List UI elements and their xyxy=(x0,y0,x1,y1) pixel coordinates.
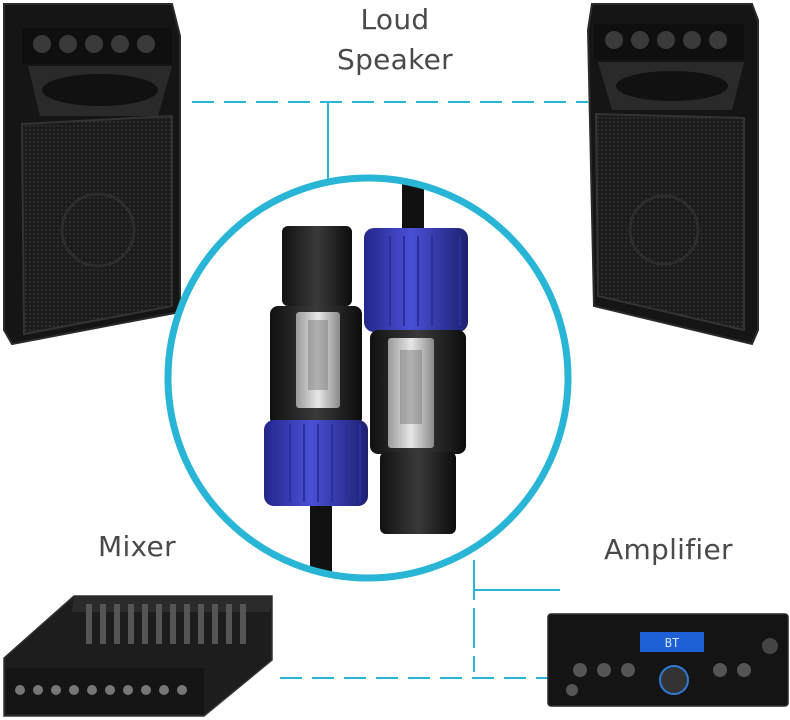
loud-speaker-label-line2: Speaker xyxy=(337,43,453,76)
loud-speaker-label: Loud Speaker xyxy=(0,0,790,80)
speakon-connector-image xyxy=(164,174,572,582)
amplifier-image xyxy=(547,613,789,707)
amplifier-label: Amplifier xyxy=(604,533,733,566)
amplifier-display-text: BT xyxy=(665,636,679,650)
mixer-label: Mixer xyxy=(98,530,176,563)
right-speaker-image xyxy=(586,3,759,346)
mixer-image xyxy=(3,595,273,717)
connection-lines xyxy=(192,101,588,679)
connector-highlight-ring xyxy=(164,174,572,582)
loud-speaker-label-line1: Loud xyxy=(360,3,430,36)
amplifier-display xyxy=(640,632,704,652)
left-speaker-image xyxy=(3,3,181,346)
